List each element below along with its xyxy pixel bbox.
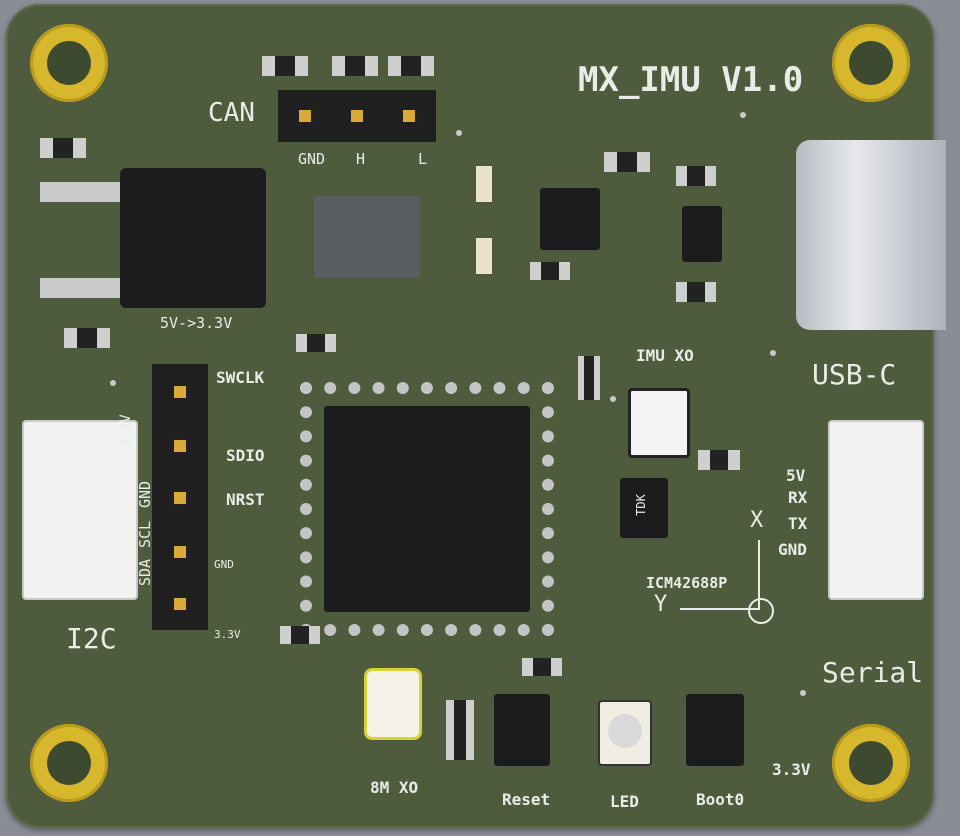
imu-xo-label: IMU XO — [636, 346, 694, 365]
voltage-regulator — [120, 168, 266, 308]
boot0-button — [686, 694, 744, 766]
resistor — [530, 262, 570, 280]
nrst-label: NRST — [226, 490, 265, 509]
can-pin-h: H — [356, 150, 366, 168]
led-label: LED — [610, 792, 639, 811]
resistor — [262, 56, 308, 76]
boot0-label: Boot0 — [696, 790, 745, 809]
i2c-pin-vertical-3v3: 3.3V — [118, 414, 134, 448]
resistor — [604, 152, 650, 172]
can-pin-l: L — [418, 150, 428, 168]
icm-label: ICM42688P — [646, 574, 728, 592]
i2c-connector — [22, 420, 138, 600]
reset-label: Reset — [502, 790, 551, 809]
resistor — [280, 626, 320, 644]
axis-y-label: Y — [654, 592, 668, 617]
serial-pin-5v: 5V — [786, 466, 806, 485]
resistor — [296, 334, 336, 352]
can-header — [278, 90, 436, 142]
tdk-label: TDK — [633, 494, 648, 516]
swclk-label: SWCLK — [216, 368, 265, 387]
can-transceiver — [314, 196, 420, 278]
resistor — [578, 356, 601, 400]
resistor — [40, 138, 86, 158]
8m-crystal — [364, 668, 422, 740]
serial-pin-gnd: GND — [778, 540, 807, 559]
can-pin-gnd: GND — [298, 150, 326, 168]
imu-sensor: TDK — [620, 478, 668, 538]
mcu-pin-ring — [300, 382, 554, 636]
via — [800, 690, 806, 696]
board-title: MX_IMU V1.0 — [578, 60, 804, 100]
mounting-hole-bottom-right — [832, 724, 910, 802]
reset-button — [494, 694, 550, 766]
via — [610, 396, 616, 402]
resistor — [446, 700, 475, 760]
led — [598, 700, 652, 766]
mcu-chip — [324, 406, 530, 612]
via — [110, 380, 116, 386]
resistor — [698, 450, 740, 470]
resistor — [332, 56, 378, 76]
v33-bottom-label: 3.3V — [772, 760, 811, 779]
resistor — [676, 166, 716, 186]
serial-label: Serial — [822, 656, 924, 689]
mounting-hole-top-right — [832, 24, 910, 102]
resistor — [522, 658, 562, 676]
regulator-label: 5V->3.3V — [160, 314, 233, 332]
serial-pin-tx: TX — [788, 514, 808, 533]
mounting-hole-bottom-left — [30, 724, 108, 802]
usb-c-connector — [796, 140, 946, 330]
imu-crystal — [628, 388, 690, 458]
mounting-hole-top-left — [30, 24, 108, 102]
capacitor — [476, 238, 492, 274]
axis-y-arrow — [680, 608, 758, 610]
axis-origin — [748, 598, 774, 624]
serial-connector — [828, 420, 924, 600]
via — [456, 130, 462, 136]
i2c-pin-sda: SDA — [136, 558, 154, 586]
axis-x-label: X — [750, 508, 764, 533]
via — [740, 112, 746, 118]
regulator-pin — [40, 182, 124, 202]
can-label: CAN — [208, 98, 255, 128]
regulator-pin — [40, 278, 124, 298]
capacitor — [476, 166, 492, 202]
ic-chip — [682, 206, 722, 262]
resistor — [388, 56, 434, 76]
i2c-label: I2C — [66, 622, 117, 655]
swd-header — [152, 364, 208, 630]
resistor — [64, 328, 110, 348]
ic-chip — [540, 188, 600, 250]
v33-small-label: 3.3V — [214, 628, 241, 641]
via — [770, 350, 776, 356]
axis-x-arrow — [758, 540, 760, 610]
resistor — [676, 282, 716, 302]
gnd-small-label: GND — [214, 558, 234, 571]
usbc-label: USB-C — [812, 358, 897, 391]
i2c-pin-gnd: GND — [136, 480, 154, 508]
8m-xo-label: 8M XO — [370, 778, 419, 797]
i2c-pin-scl: SCL — [136, 520, 154, 548]
serial-pin-rx: RX — [788, 488, 808, 507]
sdio-label: SDIO — [226, 446, 265, 465]
